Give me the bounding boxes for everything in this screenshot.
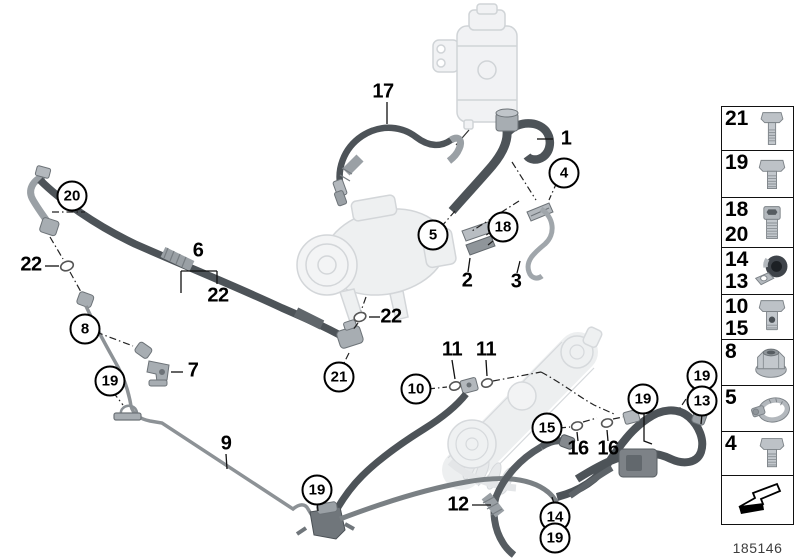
callout-15[interactable]: 15 (531, 412, 563, 444)
part-number: 10 (725, 295, 749, 318)
callout-5[interactable]: 5 (417, 219, 449, 251)
legend-row-19[interactable]: 19 (722, 151, 793, 198)
bracket-19-bottom-part (295, 501, 355, 540)
callout-20[interactable]: 20 (56, 180, 88, 212)
steering-gear-ghost (442, 326, 603, 495)
legend-row-21[interactable]: 21 (722, 107, 793, 151)
image-number: 185146 (732, 540, 783, 556)
flange-nut-icon (755, 348, 787, 378)
left-line-fitting (76, 291, 95, 308)
part-number: 18 (725, 198, 749, 221)
hose-6-elbow-fitting (27, 165, 60, 237)
part-number: 8 (725, 340, 737, 363)
hose-17 (332, 124, 465, 207)
o-ring-seals (59, 260, 614, 431)
legend-row-5[interactable]: 5 (722, 386, 793, 432)
callout-22[interactable]: 22 (380, 305, 402, 328)
clamp-19-left-part (113, 404, 142, 421)
callout-1[interactable]: 1 (560, 127, 572, 150)
callout-16[interactable]: 16 (597, 437, 619, 460)
callout-19[interactable]: 19 (627, 383, 659, 415)
callout-13[interactable]: 13 (686, 385, 718, 417)
callout-21[interactable]: 21 (323, 361, 355, 393)
callout-17[interactable]: 17 (372, 80, 394, 103)
banjo-bolt-16-part (622, 409, 641, 425)
part-number: 14 (725, 248, 749, 271)
callout-4[interactable]: 4 (548, 157, 580, 189)
hose-12 (481, 434, 576, 558)
clip-4-part (526, 202, 554, 222)
callout-2[interactable]: 2 (461, 269, 473, 292)
callout-7[interactable]: 7 (187, 359, 199, 382)
callout-9[interactable]: 9 (220, 432, 232, 455)
hex-bolt-long-icon (760, 111, 784, 145)
part-number: 19 (725, 151, 749, 174)
hose-1 (448, 108, 555, 214)
hex-bolt-icon (758, 159, 786, 189)
hose-clamp-icon (751, 396, 790, 423)
callout-22[interactable]: 22 (20, 253, 42, 276)
bracket-3-part (525, 206, 555, 281)
legend-row-4[interactable]: 4 (722, 432, 793, 476)
callout-16[interactable]: 16 (567, 437, 589, 460)
callout-19[interactable]: 19 (301, 474, 333, 506)
callout-19[interactable]: 19 (539, 522, 571, 554)
part-number: 5 (725, 386, 737, 409)
callout-6[interactable]: 6 (192, 239, 204, 262)
leader-lines-solid (45, 102, 703, 512)
part-number: 13 (725, 270, 749, 293)
callout-11[interactable]: 11 (475, 338, 497, 361)
power-steering-pump-ghost (296, 194, 457, 323)
banjo-bolt-10-part (459, 377, 479, 394)
banjo-bolt-icon (758, 300, 786, 331)
callout-18[interactable]: 18 (487, 211, 519, 243)
callout-3[interactable]: 3 (510, 270, 522, 293)
socket-head-screw-icon (763, 205, 781, 239)
part-number: 15 (725, 317, 749, 340)
pipe-clamp-icon (754, 255, 788, 286)
hose-6-banjo-fitting (336, 319, 364, 349)
part-number: 4 (725, 432, 737, 455)
part-number: 20 (725, 223, 749, 246)
clip-8-part (134, 341, 153, 359)
callout-8[interactable]: 8 (69, 313, 101, 345)
callout-19[interactable]: 19 (94, 365, 126, 397)
callout-12[interactable]: 12 (447, 493, 469, 516)
hose-14 (339, 476, 560, 522)
callout-22[interactable]: 22 (207, 284, 229, 307)
hose-return-line (329, 391, 469, 518)
legend-row-8[interactable]: 8 (722, 340, 793, 386)
callout-11[interactable]: 11 (441, 338, 463, 361)
callout-10[interactable]: 10 (400, 373, 432, 405)
fluid-reservoir-ghost (432, 3, 518, 130)
bracket-7-part (146, 360, 170, 387)
direction-arrow-icon (738, 482, 781, 514)
legend-row-direction[interactable] (722, 476, 793, 524)
part-number: 21 (725, 107, 749, 130)
valve-block-part (618, 448, 658, 478)
hex-bolt-short-icon (759, 437, 785, 467)
